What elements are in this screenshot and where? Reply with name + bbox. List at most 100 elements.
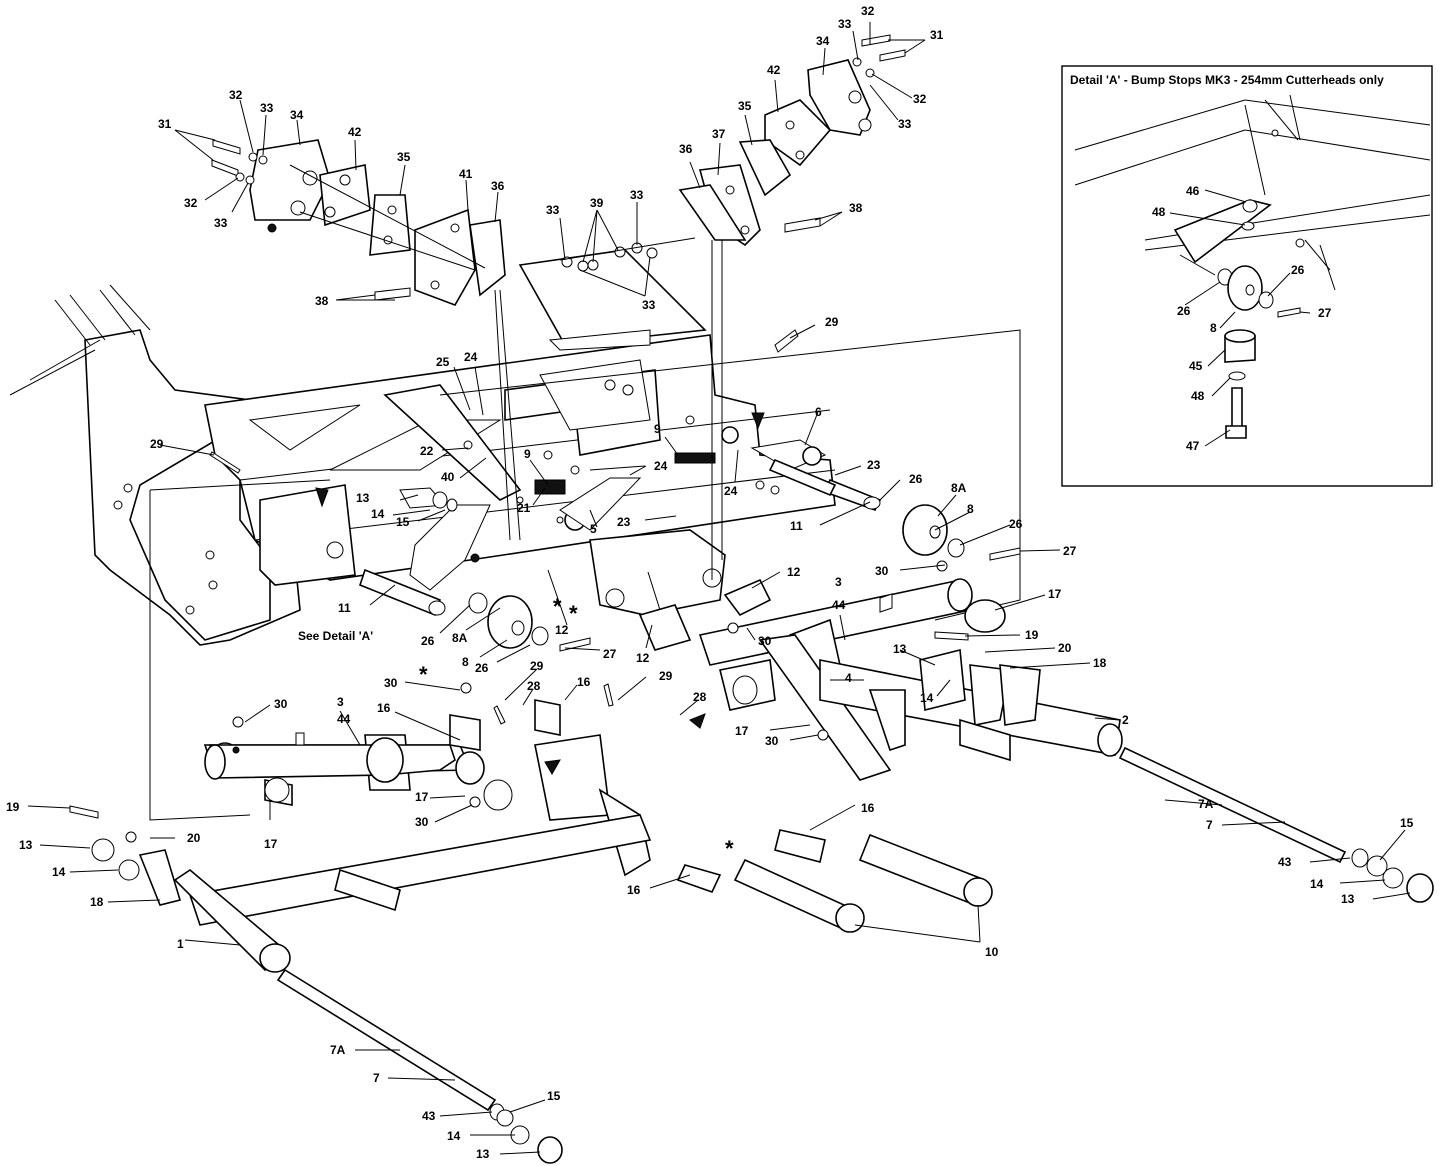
callout: 19 [6, 800, 20, 814]
callout: 9 [524, 447, 531, 461]
callout: 33 [898, 117, 912, 131]
callout: 47 [1186, 439, 1200, 453]
callout: 40 [441, 470, 455, 484]
callout: 29 [150, 437, 164, 451]
callout: 21 [517, 501, 531, 515]
callout: 29 [659, 669, 673, 683]
callout: 36 [679, 142, 693, 156]
callout: 32 [913, 92, 927, 106]
callout: 32 [184, 196, 198, 210]
callout: 11 [338, 601, 351, 615]
callout: 27 [603, 647, 617, 661]
callout: 8 [967, 502, 974, 516]
callout: 12 [636, 651, 650, 665]
callout: 44 [337, 712, 351, 726]
callout: 33 [642, 298, 656, 312]
callout: 38 [315, 294, 329, 308]
callout: 19 [1025, 628, 1039, 642]
callout: 41 [459, 167, 473, 181]
callout: 44 [832, 598, 846, 612]
callout: 27 [1318, 306, 1332, 320]
callout: 16 [861, 801, 875, 815]
callout: 45 [1189, 359, 1203, 373]
callout: 33 [214, 216, 228, 230]
callout: 35 [397, 150, 411, 164]
callout: 30 [415, 815, 429, 829]
callout: 7 [1206, 818, 1213, 832]
callout: 8 [1210, 321, 1217, 335]
right-roller-parts [768, 329, 1021, 561]
callout: 26 [1291, 263, 1305, 277]
pivot-arm-assembly [638, 578, 1434, 933]
callout: 7 [373, 1071, 380, 1085]
detail-a-title: Detail 'A' - Bump Stops MK3 - 254mm Cutt… [1070, 73, 1384, 87]
callout: 17 [264, 837, 278, 851]
callout: 15 [396, 515, 410, 529]
callout: 25 [436, 355, 450, 369]
right-bump-stop-assembly [494, 34, 906, 580]
callout: 28 [527, 679, 541, 693]
callout: 27 [1063, 544, 1077, 558]
asterisk-mark: * [419, 662, 428, 687]
callout: 34 [816, 34, 830, 48]
callout: 32 [861, 4, 875, 18]
callout: 33 [546, 203, 560, 217]
asterisk-mark: * [725, 836, 734, 861]
callout: 23 [867, 458, 881, 472]
callout: 13 [19, 838, 33, 852]
callout: 3 [835, 575, 842, 589]
callout: 26 [1009, 517, 1023, 531]
callout: 33 [260, 101, 274, 115]
split-pins [209, 451, 614, 725]
callout: 8A [452, 631, 468, 645]
callout: 30 [758, 634, 772, 648]
callout: 24 [654, 459, 668, 473]
callout: 17 [1048, 587, 1062, 601]
callout: 34 [290, 108, 304, 122]
callout: 48 [1191, 389, 1205, 403]
callout: 26 [1177, 304, 1191, 318]
callout: 43 [422, 1109, 436, 1123]
callout: 20 [1058, 641, 1072, 655]
callout: 22 [420, 444, 434, 458]
callout: 11 [790, 519, 803, 533]
callout: 13 [356, 491, 370, 505]
callout: 20 [187, 831, 201, 845]
left-lower-arm [69, 699, 722, 1164]
callout: 37 [712, 127, 726, 141]
callout: 32 [229, 88, 243, 102]
callout: 46 [1186, 184, 1200, 198]
callout: 26 [475, 661, 489, 675]
callout: 13 [1341, 892, 1355, 906]
callout: 5 [590, 522, 597, 536]
callout: 35 [738, 99, 752, 113]
callout: 8 [462, 655, 469, 669]
callout: 28 [693, 690, 707, 704]
callout: 7A [1198, 797, 1214, 811]
callout: 4 [845, 671, 852, 685]
callout: 31 [158, 117, 172, 131]
callout: 33 [838, 17, 852, 31]
callout: 10 [985, 945, 999, 959]
callout: 18 [1093, 656, 1107, 670]
callout: 29 [530, 659, 544, 673]
callout: 17 [735, 724, 749, 738]
callout: 39 [590, 196, 604, 210]
callout: 12 [787, 565, 801, 579]
callout: 2 [1122, 713, 1129, 727]
callout: 18 [90, 895, 104, 909]
callout: 3 [337, 695, 344, 709]
callout: 31 [930, 28, 944, 42]
callout: 6 [815, 405, 822, 419]
callout: 29 [825, 315, 839, 329]
callout: 13 [476, 1147, 490, 1161]
callout: 30 [765, 734, 779, 748]
callout: 26 [421, 634, 435, 648]
callout: 42 [767, 63, 781, 77]
callout: 14 [920, 691, 934, 705]
leader-lines [27, 22, 1411, 1155]
left-roller-parts [359, 487, 591, 652]
callout: 16 [377, 701, 391, 715]
callout: 15 [1400, 816, 1414, 830]
